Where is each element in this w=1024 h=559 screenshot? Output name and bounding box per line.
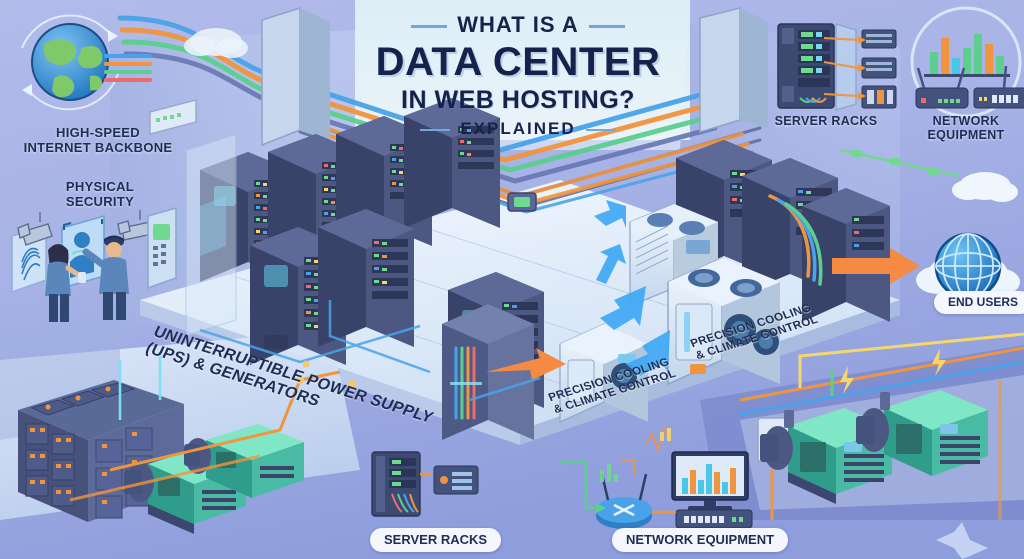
title-line-1: WHAT IS A [411, 12, 626, 37]
airflow-arrows [594, 200, 670, 376]
visitor-person-icon [45, 244, 86, 322]
cloud-icon-top [184, 28, 248, 58]
cloud-icon-right [952, 172, 1018, 202]
network-equipment-bottom-icon [560, 425, 753, 529]
sparkle-decoration [936, 522, 988, 559]
title-line-4: EXPLAINED [420, 119, 617, 138]
network-switch-icon-top [973, 65, 1024, 109]
server-rack-row-right [676, 140, 890, 322]
power-conduits-left [69, 352, 341, 502]
label-physical-security: PHYSICAL SECURITY [65, 179, 135, 209]
label-server-racks-top: SERVER RACKS [774, 114, 878, 128]
network-equipment-top-icon [910, 6, 1024, 118]
label-internet-backbone: HIGH-SPEED INTERNET BACKBONE [23, 125, 173, 155]
wifi-router-icon-bottom [596, 473, 652, 529]
crac-unit-front [559, 323, 648, 423]
overhead-duct [261, 6, 768, 147]
corner-lines-decoration [0, 519, 61, 550]
wall-switch-icon [149, 99, 197, 135]
title-line-3: IN WEB HOSTING? [401, 86, 635, 114]
diesel-generator-left-b [184, 424, 304, 498]
open-server-cabinet-icon [777, 23, 897, 111]
fingerprint-scanner-icon [11, 224, 47, 294]
page-title: WHAT IS A DATA CENTER IN WEB HOSTING? EX… [362, 4, 674, 138]
globe-world-icon [21, 14, 119, 111]
title-line-2: DATA CENTER [375, 40, 661, 84]
diesel-generator-right-a [760, 408, 892, 504]
keypad-card-reader-icon [147, 207, 177, 290]
physical-security-scene [11, 99, 237, 338]
crac-unit-main [667, 256, 780, 386]
power-conduits-right [739, 332, 1024, 520]
label-network-equipment-bottom: NETWORK EQUIPMENT [612, 528, 789, 553]
floor-cabling [199, 300, 541, 402]
backbone-cables [104, 54, 152, 82]
patch-panel-rack [442, 304, 534, 440]
data-flow-arrows [486, 248, 920, 380]
label-network-equipment-top: NETWORK EQUIPMENT [927, 114, 1005, 143]
label-end-users: END USERS [934, 291, 1024, 315]
cctv-camera-icon-a [17, 212, 53, 246]
label-server-racks-bottom: SERVER RACKS [370, 528, 502, 553]
server-racks-bottom-icon [371, 451, 479, 517]
wifi-router-icon-top [915, 67, 969, 109]
diesel-generator-right-b [856, 390, 988, 476]
security-guard-icon [82, 235, 129, 320]
